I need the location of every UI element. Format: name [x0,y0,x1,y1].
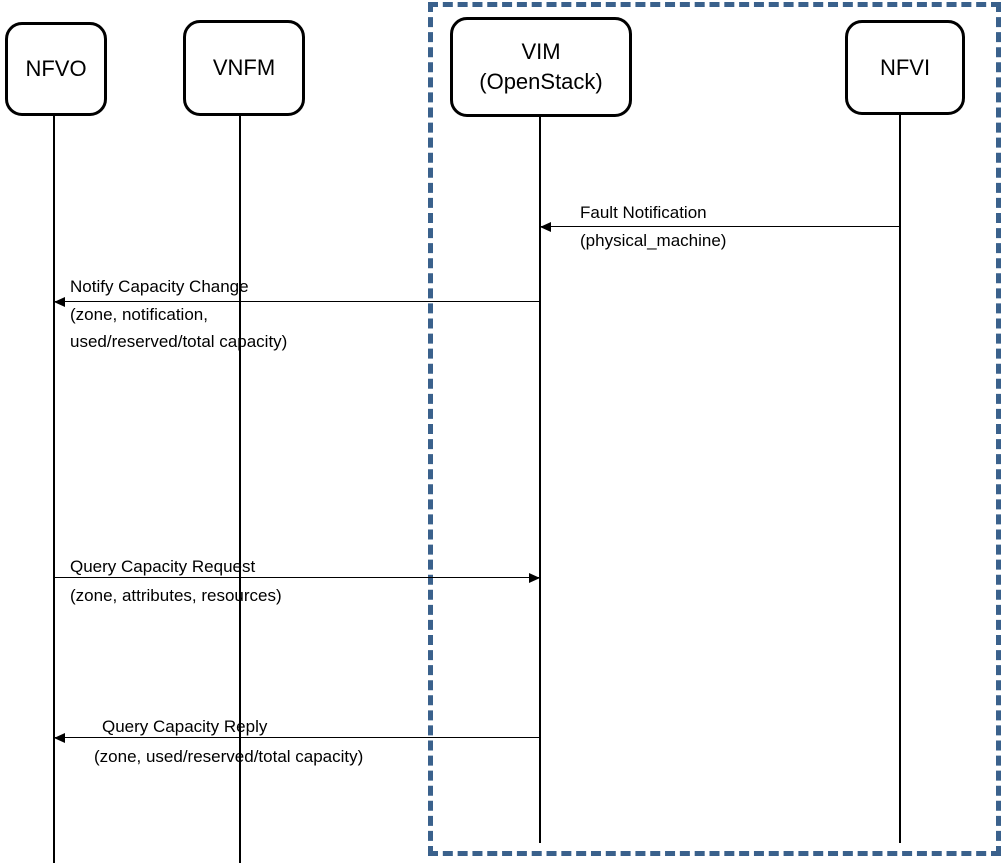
arrowhead-left-icon [540,222,551,232]
message-line-query-capacity-request [54,577,540,579]
message-line-query-capacity-reply [54,737,540,739]
vim-nfvi-boundary [428,2,1001,856]
message-label-fault-notification: Fault Notification [580,203,707,222]
arrowhead-left-icon [54,297,65,307]
actor-label-vnfm: VNFM [212,55,276,80]
message-params-fault-notification: (physical_machine) [580,231,727,250]
actor-box-vnfm: VNFM [183,20,305,116]
message-label-query-capacity-reply: Query Capacity Reply [102,717,268,736]
actor-box-nfvo: NFVO [5,22,107,116]
message-params-notify-capacity-change-line2: used/reserved/total capacity) [70,332,288,351]
message-params-query-capacity-request: (zone, attributes, resources) [70,586,282,605]
message-label-query-capacity-request: Query Capacity Request [70,557,256,576]
lifeline-vnfm [239,116,241,863]
lifeline-vim [539,117,541,843]
message-label-notify-capacity-change: Notify Capacity Change [70,277,249,296]
lifeline-nfvo [53,116,55,863]
arrowhead-left-icon [54,733,65,743]
actor-box-vim: VIM (OpenStack) [450,17,632,117]
actor-box-nfvi: NFVI [845,20,965,115]
actor-label-nfvi: NFVI [879,54,931,80]
actor-label-vim: VIM (OpenStack) [479,39,603,94]
message-line-notify-capacity-change [54,301,540,303]
arrowhead-right-icon [529,573,540,583]
message-params-notify-capacity-change-line1: (zone, notification, [70,305,208,324]
message-line-fault-notification [540,226,899,228]
lifeline-nfvi [899,115,901,843]
message-params-query-capacity-reply: (zone, used/reserved/total capacity) [94,747,364,766]
actor-label-nfvo: NFVO [25,56,87,81]
